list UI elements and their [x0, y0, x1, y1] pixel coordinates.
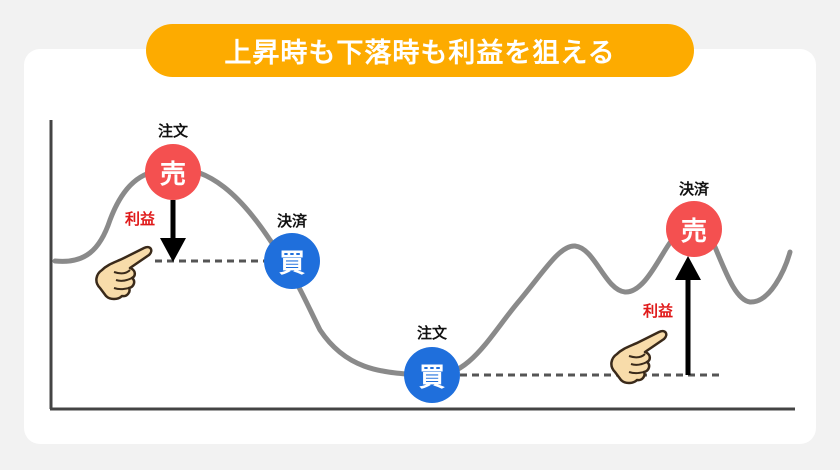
title-text: 上昇時も下落時も利益を狙える: [224, 38, 616, 69]
buy-glyph: 買: [418, 362, 445, 393]
buy-glyph: 買: [278, 248, 305, 279]
settle-label-buy: 決済: [276, 212, 308, 230]
down-arrow-icon: [160, 238, 186, 262]
profit-label-long: 利益: [642, 302, 674, 320]
pointing-hand-icon: [610, 329, 668, 385]
buy-order-marker: 買: [404, 347, 460, 403]
sell-glyph: 売: [159, 159, 186, 190]
sell-glyph: 売: [680, 216, 707, 247]
buy-settle-marker: 買: [264, 233, 320, 289]
pointing-hand-icon: [95, 245, 153, 301]
title-badge: 上昇時も下落時も利益を狙える: [146, 24, 694, 77]
sell-settle-marker: 売: [666, 201, 722, 257]
profit-label-short: 利益: [124, 210, 156, 228]
sell-order-marker: 売: [145, 144, 201, 200]
order-label-buy: 注文: [416, 324, 448, 342]
settle-label-sell: 決済: [678, 180, 710, 198]
order-label-sell: 注文: [157, 122, 189, 140]
up-arrow-icon: [675, 256, 701, 280]
